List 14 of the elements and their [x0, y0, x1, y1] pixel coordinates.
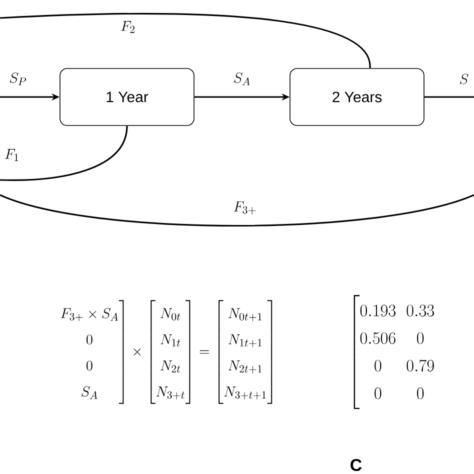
edge-label: $F_1$	[5, 149, 18, 161]
curve-label: $F_{3+}$	[234, 202, 256, 214]
edge-label: $S_P$	[10, 72, 26, 86]
connector-line	[424, 96, 474, 98]
matrix-equation: $\left.\begin{matrix} F_{3+}\times S_A \\ 0 \\ 0 \\ S_A \end{matrix}\right]\times\begin{bmatrix} N_{0t} \\ N_{1t} \\ N_{2t} \\ N_{3+t} \end{bmatrix}=\begin{bmatrix} N_{0t+1} \\ N_{1t+1} \\ N_{2t+1} \\ N_{3+t+1} \end{bmatrix}$	[60, 300, 272, 404]
edge-label: $S_A$	[234, 72, 250, 86]
value-matrix: $\left[\begin{matrix} 0.193 & 0.33 \\ 0.506 & 0 \\ 0 & 0.79 \\ 0 & 0 \end{matrix}\right.$	[354, 295, 434, 409]
stage-box: 1 Year	[60, 68, 194, 126]
stage-box: 2 Years	[290, 68, 424, 126]
edge-label: $F_2$	[121, 21, 134, 33]
connector-line	[0, 126, 128, 181]
panel-letter: C	[350, 458, 362, 472]
edge-label: $S$	[460, 74, 468, 84]
connector-line	[0, 13, 371, 68]
